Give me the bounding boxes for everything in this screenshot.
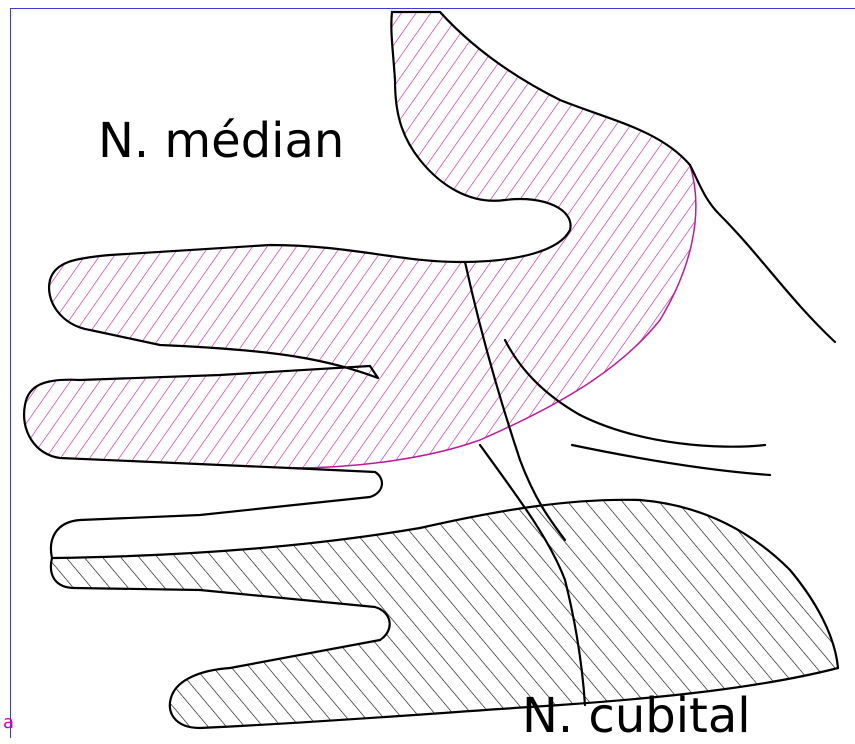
corner-mark: a bbox=[3, 712, 14, 733]
cubital-nerve-label: N. cubital bbox=[522, 688, 751, 744]
median-territory bbox=[24, 12, 696, 468]
median-nerve-label: N. médian bbox=[98, 113, 344, 169]
